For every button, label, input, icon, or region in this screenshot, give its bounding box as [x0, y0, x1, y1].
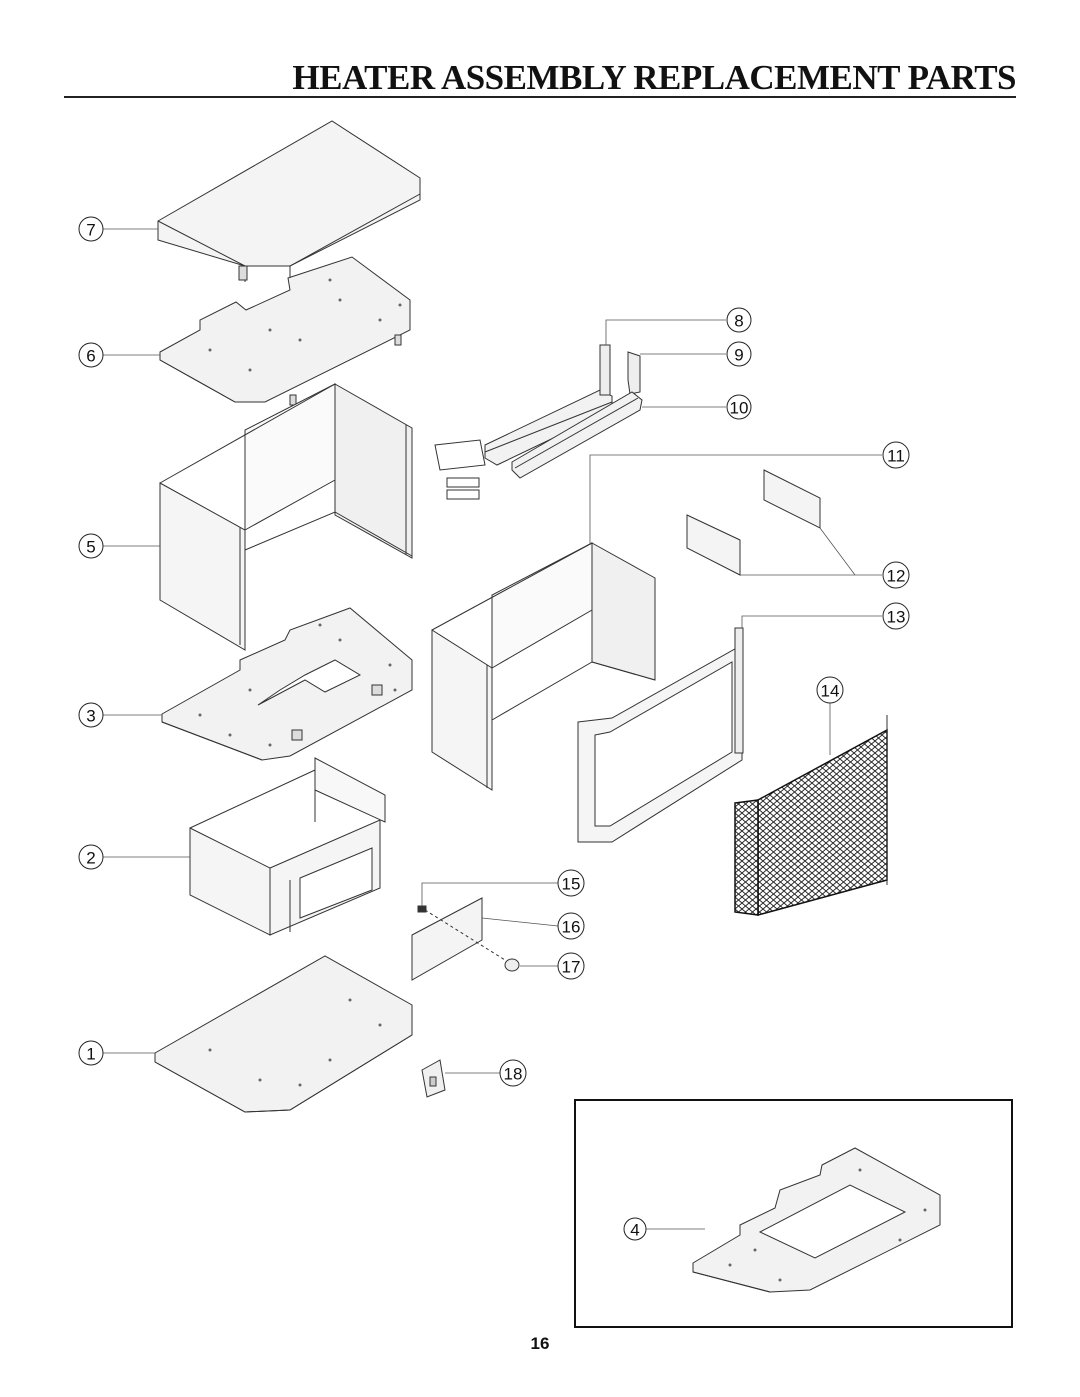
callout-16: 16 [562, 918, 581, 937]
part-6-top-plate [159, 256, 411, 406]
callout-9-circle [726, 341, 752, 367]
title-rule [64, 96, 1016, 98]
callout-10: 10 [730, 399, 749, 418]
callout-2: 2 [86, 849, 95, 868]
page-title: HEATER ASSEMBLY REPLACEMENT PARTS [292, 58, 1016, 97]
callout-17-circle [557, 952, 585, 980]
part-2-lower-frame [189, 757, 386, 936]
callout-3: 3 [86, 707, 95, 726]
callout-12: 12 [887, 567, 906, 586]
callout-11-circle [882, 441, 910, 469]
part-15-screw [417, 905, 427, 913]
callout-6-circle [78, 342, 104, 368]
callout-7-circle [78, 216, 104, 242]
callout-8-circle [726, 307, 752, 333]
part-16-control-plate [411, 897, 506, 981]
callout-3-circle [78, 702, 104, 728]
part-5-cabinet-shell [159, 383, 413, 651]
callout-10-circle [726, 394, 752, 420]
part-7-top-lid [157, 120, 421, 282]
part-12-panel [686, 514, 741, 576]
callout-13-circle [882, 602, 910, 630]
part-9-bracket [627, 351, 641, 395]
inner-cabinet [431, 542, 656, 791]
callout-12-circle [882, 561, 910, 589]
part-4-alt-base-plate [692, 1147, 941, 1293]
part-10-rail [511, 391, 643, 479]
callout-7: 7 [86, 221, 95, 240]
callout-9: 9 [734, 346, 743, 365]
callout-13: 13 [887, 608, 906, 627]
page-number: 16 [530, 1334, 550, 1353]
callout-1: 1 [86, 1045, 95, 1064]
callout-4-circle [623, 1217, 647, 1241]
callout-18-circle [499, 1059, 527, 1087]
inset-frame [574, 1099, 1013, 1328]
callout-16-circle [557, 912, 585, 940]
leader-lines [100, 228, 882, 1230]
callout-1-circle [78, 1040, 104, 1066]
part-11-panel [763, 469, 821, 529]
callout-5: 5 [86, 538, 95, 557]
callout-2-circle [78, 844, 104, 870]
callout-15: 15 [562, 875, 581, 894]
callout-17: 17 [562, 958, 581, 977]
part-1-bottom-plate [154, 955, 413, 1113]
callout-5-circle [78, 533, 104, 559]
callout-14-circle [816, 676, 844, 704]
part-3-base-plate [161, 607, 413, 761]
callout-15-circle [557, 869, 585, 897]
callout-4: 4 [630, 1221, 639, 1240]
part-13-front-frame [577, 627, 744, 843]
callout-11: 11 [887, 447, 905, 466]
part-18-switch [421, 1059, 446, 1098]
callout-14: 14 [821, 682, 840, 701]
callout-8: 8 [734, 312, 743, 331]
part-17-knob [504, 958, 520, 972]
callout-18: 18 [504, 1065, 523, 1084]
callout-6: 6 [86, 347, 95, 366]
callout-circles [78, 216, 910, 1241]
part-14-mesh-screen [734, 715, 888, 916]
